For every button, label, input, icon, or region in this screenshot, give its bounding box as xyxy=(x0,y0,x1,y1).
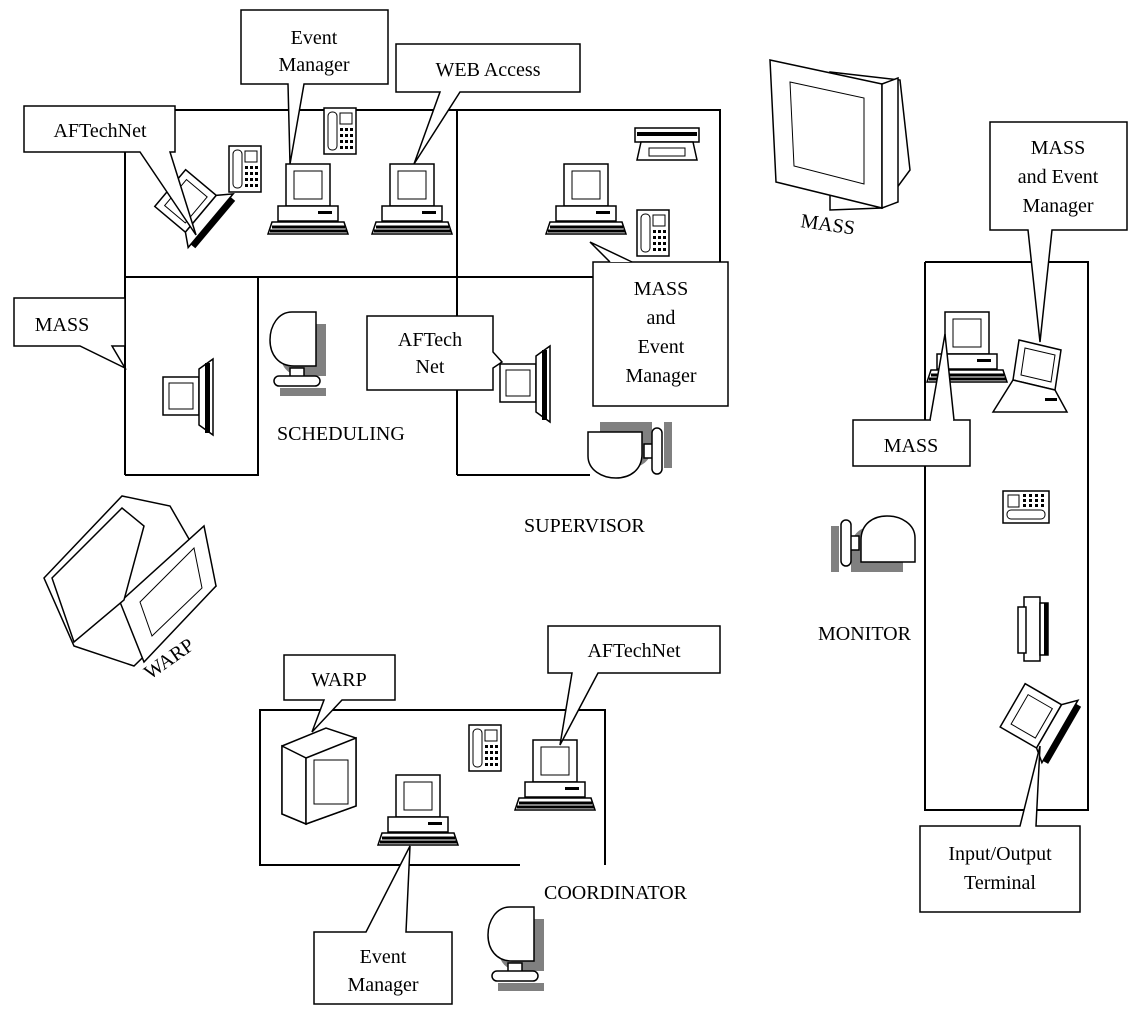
input-output-terminal-icon xyxy=(999,682,1082,765)
callout-web-access: WEB Access xyxy=(395,43,581,165)
callout-text-line: Manager xyxy=(347,974,418,996)
printer-icon xyxy=(634,127,700,161)
room-label-coordinator: COORDINATOR xyxy=(544,882,688,904)
supervisor-area-computer xyxy=(544,162,628,236)
callout-text: MASS xyxy=(884,435,938,457)
callout-text-line: MASS xyxy=(634,278,688,300)
callout-text-line: Event xyxy=(638,336,685,358)
printer-icon xyxy=(1017,596,1049,662)
callout-text-line: AFTechNet xyxy=(53,120,146,142)
callout-text-line: WARP xyxy=(311,669,367,691)
callout-text-line: Input/Output xyxy=(948,843,1052,865)
phone-icon xyxy=(1002,490,1050,524)
callout-text-line: AFTechNet xyxy=(587,640,680,662)
phone-icon xyxy=(468,724,502,772)
callout-text-line: and xyxy=(647,307,676,329)
callout-mass-right: MASS xyxy=(852,333,971,467)
callout-text-line: AFTech xyxy=(398,329,462,351)
callout-text-line: Manager xyxy=(1022,195,1093,217)
callout-text: WEB Access xyxy=(436,59,541,81)
callout-aftechnet-bottom: AFTechNet xyxy=(547,625,721,746)
callout-text-line: Manager xyxy=(278,54,349,76)
laptop-icon xyxy=(153,168,236,250)
warp-display-icon xyxy=(43,495,217,667)
callout-text-line: MASS xyxy=(35,314,89,336)
callout-text-line: Event xyxy=(360,946,407,968)
mass-workstation-icon xyxy=(162,358,214,436)
callout-warp-bottom: WARP xyxy=(283,654,396,733)
callout-text-line: and Event xyxy=(1018,166,1099,188)
warp-monitor-icon xyxy=(281,727,357,826)
chair-icon xyxy=(487,906,545,992)
callout-text-line: Net xyxy=(416,356,445,378)
phone-icon xyxy=(323,107,357,155)
laptop-icon xyxy=(991,339,1069,413)
callout-text-line: MASS xyxy=(884,435,938,457)
callout-text: AFTechNet xyxy=(53,120,146,142)
room-label-scheduling: SCHEDULING xyxy=(277,423,405,445)
callout-text-line: Event xyxy=(291,27,338,49)
callout-text: AFTechNet xyxy=(587,640,680,662)
room-label-supervisor: SUPERVISOR xyxy=(524,515,645,537)
callout-text-line: Terminal xyxy=(964,872,1036,894)
room-label-monitor: MONITOR xyxy=(818,623,912,645)
callout-text-line: Manager xyxy=(625,365,696,387)
chair-icon xyxy=(830,515,916,573)
callout-aftechnet-top-left: AFTechNet xyxy=(23,105,197,236)
aftechnet-computer-bottom xyxy=(513,738,597,812)
mass-display-icon xyxy=(769,59,911,211)
web-access-computer xyxy=(370,162,454,236)
chair-icon xyxy=(587,421,673,479)
event-manager-computer xyxy=(266,162,350,236)
callout-text-line: MASS xyxy=(1031,137,1085,159)
chair-icon xyxy=(269,311,327,397)
aftechnet-workstation-icon xyxy=(499,345,551,423)
phone-icon xyxy=(636,209,670,257)
callout-text-line: WEB Access xyxy=(436,59,541,81)
callout-mass-left: MASS xyxy=(13,297,127,370)
callout-text: MASS xyxy=(35,314,89,336)
coordinator-computer xyxy=(376,773,460,847)
mass-screen-label: MASS xyxy=(799,210,856,239)
phone-icon xyxy=(228,145,262,193)
callout-text: WARP xyxy=(311,669,367,691)
